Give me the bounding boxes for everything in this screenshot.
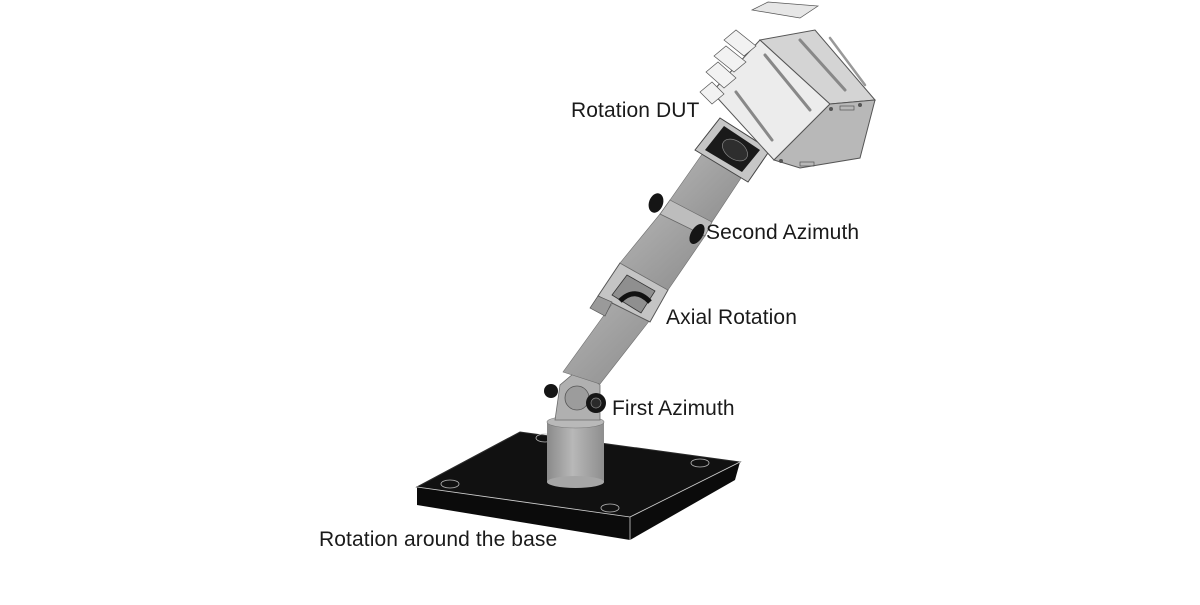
label-rotation-base: Rotation around the base xyxy=(319,528,558,551)
first-azimuth-joint xyxy=(544,367,606,421)
second-azimuth-joint xyxy=(648,193,713,244)
label-second-azimuth: Second Azimuth xyxy=(706,221,860,244)
label-first-azimuth: First Azimuth xyxy=(612,397,735,420)
base-cylinder xyxy=(546,415,605,488)
label-axial-rotation: Axial Rotation xyxy=(666,306,797,329)
dut-housing xyxy=(699,1,877,169)
label-rotation-dut: Rotation DUT xyxy=(571,99,700,122)
